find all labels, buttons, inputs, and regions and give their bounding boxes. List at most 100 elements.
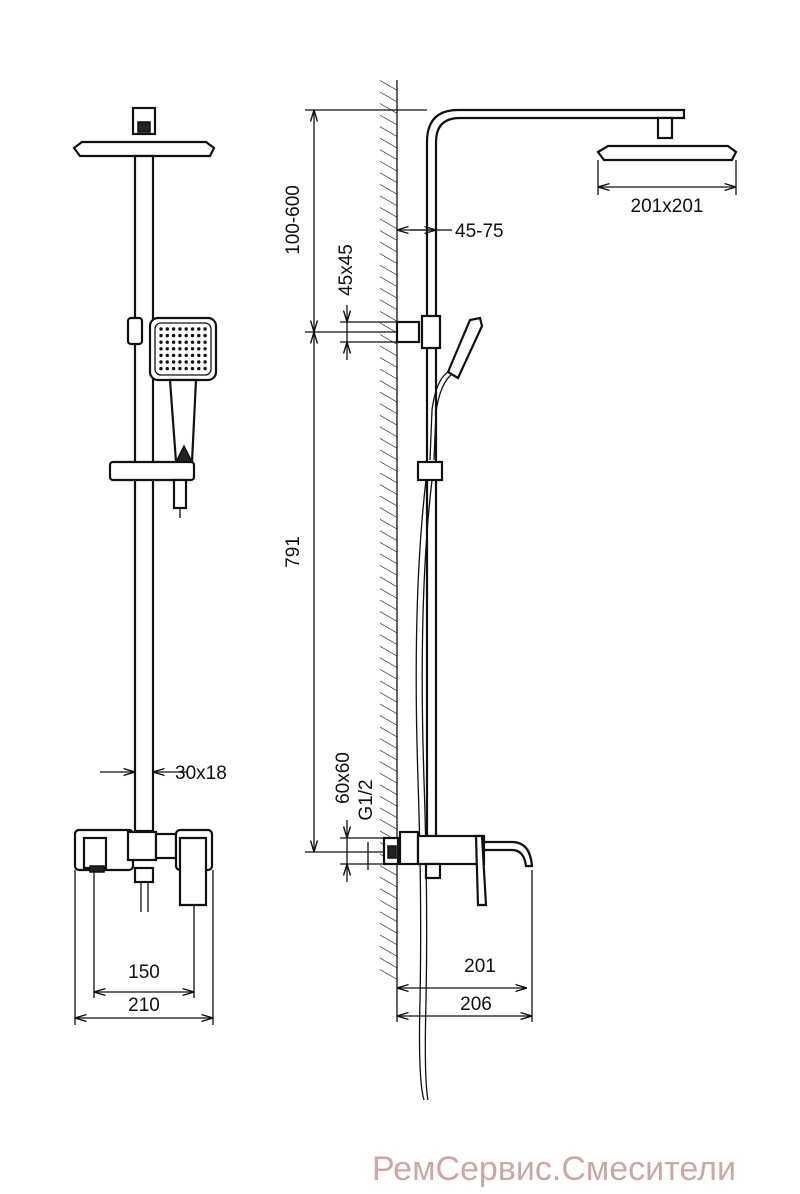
watermark: РемСервис.Смесители <box>372 1150 736 1188</box>
nozzle-dot <box>203 340 207 344</box>
dim-head-size: 201x201 <box>631 196 704 217</box>
front-hand-shower-face <box>154 322 212 376</box>
front-mixer-lever <box>178 836 208 907</box>
nozzle-dot <box>178 333 182 338</box>
dim-thread: G1/2 <box>356 779 377 820</box>
nozzle-dot <box>197 347 201 351</box>
nozzle-dot <box>165 327 169 331</box>
dim-mixer-plate: 60x60 <box>333 752 354 804</box>
nozzle-dot <box>203 360 207 364</box>
front-hand-shower-nozzles <box>159 327 207 371</box>
front-mixer-body <box>126 830 158 862</box>
nozzle-dot <box>184 327 188 331</box>
dim-bracket-size: 45x45 <box>336 244 357 296</box>
front-shower-head <box>72 140 216 158</box>
side-upper-holder <box>420 314 442 350</box>
nozzle-dot <box>184 366 188 371</box>
nozzle-dot <box>178 366 182 371</box>
nozzle-dot <box>184 333 188 338</box>
dim-rail-length: 791 <box>283 536 304 568</box>
nozzle-dot <box>159 360 163 364</box>
front-left-inlet <box>82 836 108 870</box>
side-head-connector <box>656 116 674 140</box>
side-wall-bracket <box>395 320 421 344</box>
nozzle-dot <box>165 366 169 371</box>
wall-hatch <box>380 80 397 980</box>
front-hose-connector <box>172 478 188 510</box>
front-outlet-nut <box>133 866 155 884</box>
front-head-connector <box>137 121 151 133</box>
nozzle-dot <box>171 347 176 351</box>
side-shower-arm <box>425 108 686 860</box>
nozzle-dot <box>178 360 182 364</box>
nozzle-dot <box>159 366 163 371</box>
front-slide-rail <box>133 154 155 833</box>
nozzle-dot <box>159 333 163 338</box>
nozzle-dot <box>203 347 207 351</box>
nozzle-dot <box>203 333 207 338</box>
nozzle-dot <box>159 353 163 358</box>
nozzle-dot <box>184 340 188 344</box>
nozzle-dot <box>171 353 176 358</box>
side-mixer-plate <box>398 830 420 866</box>
nozzle-dot <box>190 353 195 358</box>
side-spout <box>482 840 534 868</box>
nozzle-dot <box>171 366 176 371</box>
nozzle-dot <box>165 347 169 351</box>
nozzle-dot <box>197 340 201 344</box>
side-shower-head <box>596 144 738 162</box>
dim-bar-section: 30x18 <box>175 763 227 784</box>
side-outlet-nut <box>424 862 442 880</box>
nozzle-dot <box>171 340 176 344</box>
nozzle-dot <box>197 366 201 371</box>
nozzle-dot <box>190 333 195 338</box>
nozzle-dot <box>197 360 201 364</box>
nozzle-dot <box>203 366 207 371</box>
side-slider-holder <box>416 460 444 482</box>
side-mixer-lever <box>474 834 488 907</box>
nozzle-dot <box>197 333 201 338</box>
side-hand-shower-head <box>446 316 484 380</box>
side-hand-shower-hose <box>429 371 449 461</box>
nozzle-dot <box>159 340 163 344</box>
nozzle-dot <box>178 353 182 358</box>
nozzle-dot <box>178 327 182 331</box>
nozzle-dot <box>184 347 188 351</box>
nozzle-dot <box>190 366 195 371</box>
nozzle-dot <box>165 340 169 344</box>
nozzle-dot <box>165 353 169 358</box>
nozzle-dot <box>190 360 195 364</box>
nozzle-dot <box>184 360 188 364</box>
dim-total-depth: 206 <box>460 994 492 1015</box>
side-view: 201x201 45-75 100-600 45x45 791 60x60 <box>283 80 738 1101</box>
dim-outer-width: 210 <box>128 995 160 1016</box>
nozzle-dot <box>159 327 163 331</box>
dim-spout-length: 201 <box>464 956 496 977</box>
dim-inner-width: 150 <box>128 962 160 983</box>
nozzle-dot <box>159 347 163 351</box>
nozzle-dot <box>165 333 169 338</box>
nozzle-dot <box>203 327 207 331</box>
dim-offset-range: 45-75 <box>455 221 504 242</box>
nozzle-dot <box>171 333 176 338</box>
nozzle-dot <box>178 340 182 344</box>
nozzle-dot <box>171 327 176 331</box>
nozzle-dot <box>171 360 176 364</box>
nozzle-dot <box>184 353 188 358</box>
nozzle-dot <box>190 347 195 351</box>
nozzle-dot <box>165 360 169 364</box>
front-view: 30x18 150 210 <box>72 106 227 1025</box>
nozzle-dot <box>190 327 195 331</box>
front-upper-holder <box>126 316 144 346</box>
dim-height-range: 100-600 <box>283 185 304 255</box>
front-mixer-connector <box>154 832 178 860</box>
nozzle-dot <box>190 340 195 344</box>
nozzle-dot <box>197 327 201 331</box>
front-slider-holder <box>108 460 196 482</box>
nozzle-dot <box>203 353 207 358</box>
side-mixer-body <box>416 834 486 866</box>
nozzle-dot <box>197 353 201 358</box>
nozzle-dot <box>178 347 182 351</box>
